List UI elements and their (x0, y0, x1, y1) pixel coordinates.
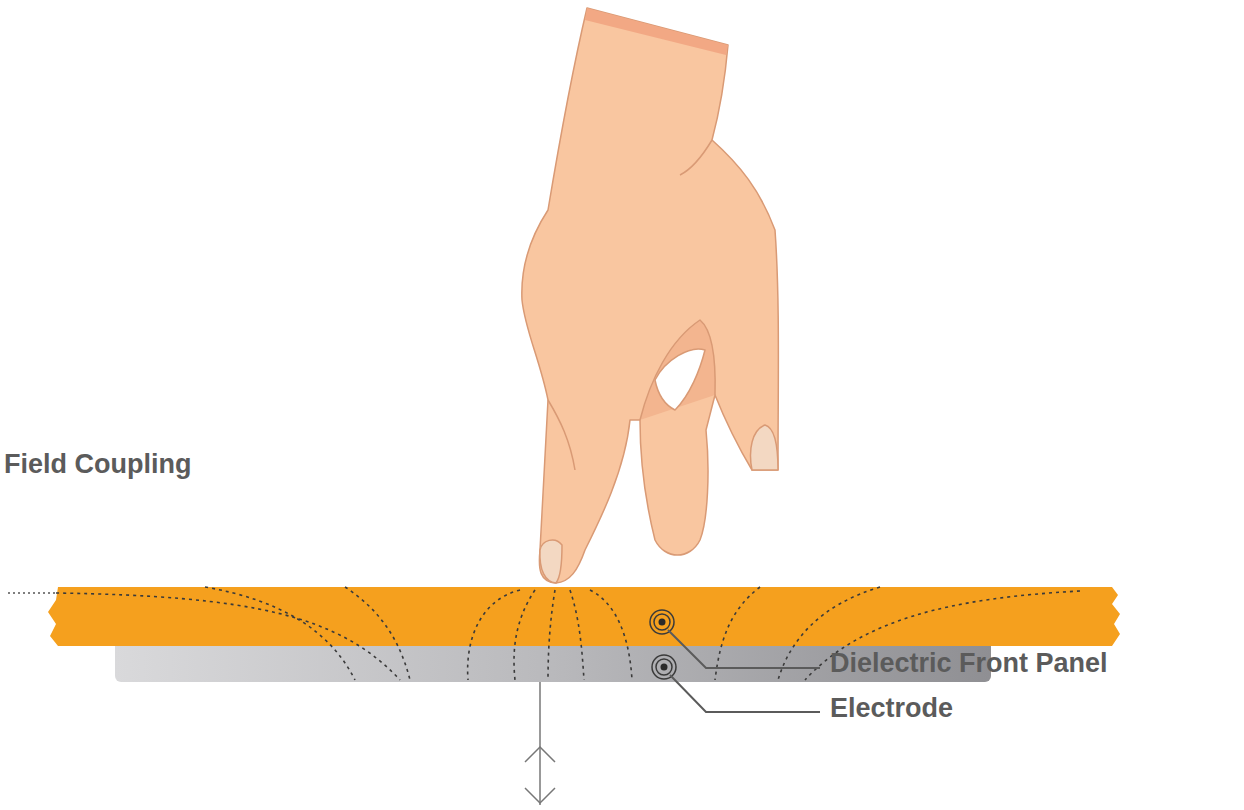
signal-line (525, 682, 555, 805)
hand (522, 8, 779, 583)
marker-dots (650, 610, 676, 679)
part-label: Electrode (830, 694, 953, 724)
field-label: Field Coupling (4, 450, 191, 480)
leader-lines (668, 630, 820, 712)
field-line (8, 592, 56, 594)
part-label: Dielectric Front Panel (830, 649, 1108, 679)
dielectric-panel (48, 587, 1120, 646)
